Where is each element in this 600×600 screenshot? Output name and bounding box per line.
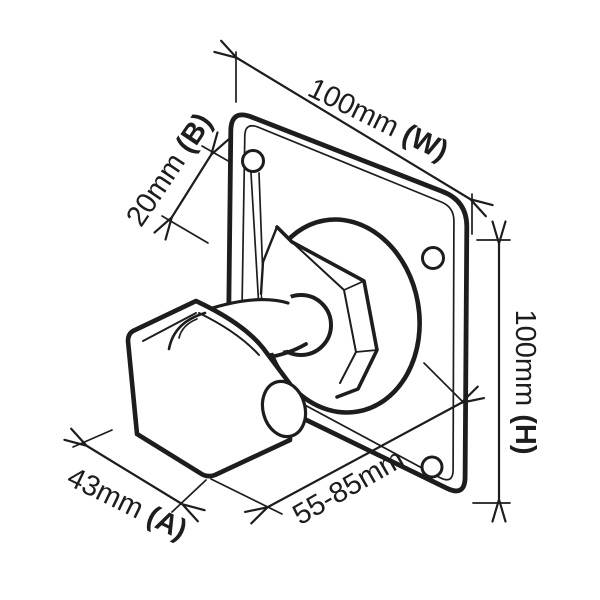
dim-clamp-width-line [87,446,182,504]
screw-hole-bottom-right [420,455,444,479]
dim-clamp-width-label: 43mm (A) [62,461,192,546]
dim-reach-line [268,403,461,507]
screw-hole-top-right [421,246,445,270]
dim-depth-line [172,155,211,217]
dim-width-line [237,58,470,199]
dim-depth: 20mm (B) [120,108,231,244]
dim-depth-label: 20mm (B) [120,108,219,233]
dim-height: 100mm (H) [472,240,541,503]
dim-height-label: 100mm (H) [509,309,541,454]
screw-hole-top-left [241,149,265,173]
roller-dome [167,311,207,351]
